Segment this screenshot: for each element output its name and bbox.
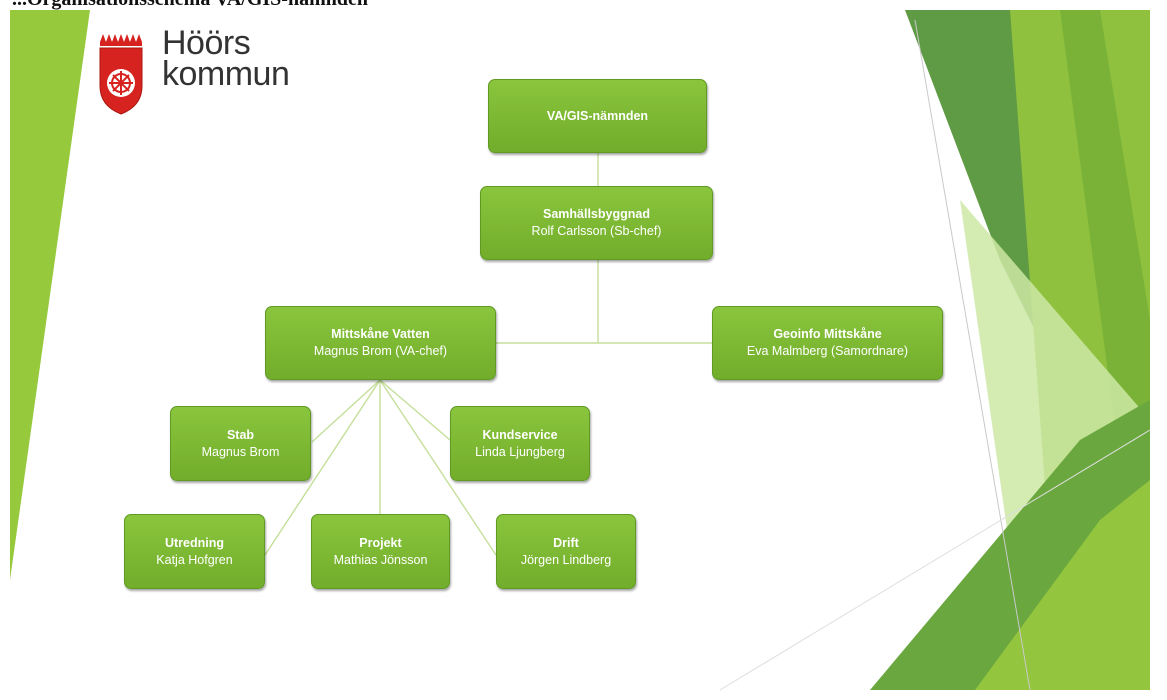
org-box-title: Utredning [164,535,225,550]
thin-line [914,19,1031,691]
org-box-title: Geoinfo Mittskåne [773,327,882,341]
org-box-samhallsbyggnad[interactable]: Samhällsbyggnad Rolf Carlsson (Sb-chef) [480,186,713,260]
org-box-person: Rolf Carlsson (Sb-chef) [531,224,662,238]
thin-line [719,429,1151,691]
org-box-person: Katja Hofgren [156,552,233,567]
org-box-title: Drift [553,535,579,550]
coat-of-arms-icon [99,34,143,115]
org-box-projekt[interactable]: Projekt Mathias Jönsson [311,514,450,589]
slide-title-fragment: ...Organisationsschema VA/GIS-nämnden [0,0,712,14]
org-box-person: Jörgen Lindberg [520,552,612,567]
org-box-kundservice[interactable]: Kundservice Linda Ljungberg [450,406,590,481]
org-box-person: Magnus Brom [201,444,280,459]
org-box-person: Magnus Brom (VA-chef) [313,344,448,358]
org-box-title: Mittskåne Vatten [331,327,430,341]
bottom-right-lime-shape [975,480,1150,690]
org-box-title: Kundservice [482,427,558,442]
org-box-title: Samhällsbyggnad [543,207,650,221]
org-box-mittskane-vatten[interactable]: Mittskåne Vatten Magnus Brom (VA-chef) [265,306,496,380]
hoors-kommun-logo: Höörs kommun [96,24,306,118]
org-box-title: Stab [226,427,255,442]
org-box-person: Eva Malmberg (Samordnare) [746,344,909,358]
connector-mv-drift [379,379,497,556]
connector-mv-stab [311,379,381,443]
org-box-drift[interactable]: Drift Jörgen Lindberg [496,514,636,589]
org-box-person: Mathias Jönsson [333,552,428,567]
org-box-utredning[interactable]: Utredning Katja Hofgren [124,514,265,589]
connector-mv-kund [379,379,451,441]
org-box-title: Projekt [359,535,402,550]
connector-mv-utr [264,379,381,556]
org-box-geoinfo[interactable]: Geoinfo Mittskåne Eva Malmberg (Samordna… [712,306,943,380]
left-green-shape [10,10,90,580]
org-box-title: VA/GIS-nämnden [546,108,649,123]
org-box-person: Linda Ljungberg [475,444,565,459]
org-box-stab[interactable]: Stab Magnus Brom [170,406,311,481]
logo-text-line1: Höörs [162,24,251,62]
org-box-board[interactable]: VA/GIS-nämnden [488,79,707,153]
logo-text-line2: kommun [162,55,290,93]
